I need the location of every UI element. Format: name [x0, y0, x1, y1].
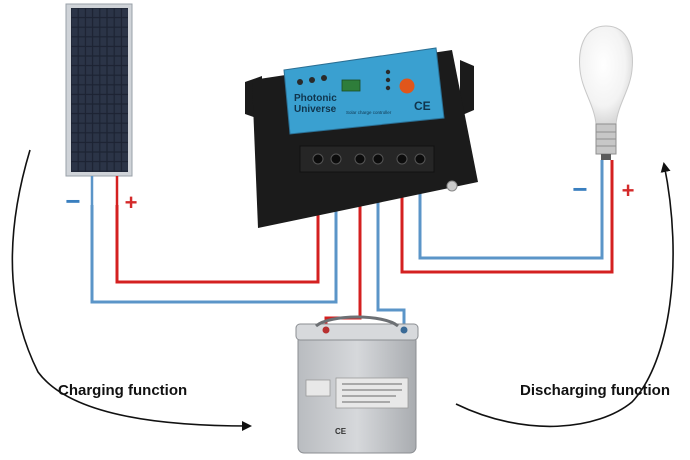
battery-ce-mark: CE [335, 427, 347, 436]
discharging-function-label: Discharging function [520, 382, 670, 399]
battery-terminal-positive [322, 326, 330, 334]
controller-terminals [312, 153, 426, 165]
solar-panel [65, 3, 133, 205]
controller-product-label: Solar charge controller [346, 110, 392, 115]
charging-flow-arrow [11, 149, 252, 431]
controller-brand-line2: Universe [294, 104, 337, 115]
load-positive-wire [400, 168, 614, 274]
bulb-glass [579, 25, 633, 125]
panel-positive-wire [115, 168, 320, 284]
panel-wires [90, 168, 338, 304]
controller-led-3 [321, 75, 327, 81]
controller-screw [446, 180, 458, 192]
terminal-panel-positive [312, 153, 324, 165]
panel-negative-wire [90, 168, 338, 304]
battery-handle [315, 315, 399, 328]
load-wires [400, 168, 614, 274]
controller-led-1 [297, 79, 303, 85]
load-plus-sign: + [622, 178, 635, 203]
controller-panel [283, 47, 445, 135]
controller-function-button [399, 78, 415, 94]
solar-panel-cells [71, 8, 128, 172]
light-bulb [579, 25, 633, 170]
controller-status-led-1 [385, 69, 391, 75]
controller-ce-mark: CE [414, 99, 431, 113]
polarity-signs: − + − + [65, 174, 634, 216]
bulb-tip [601, 154, 611, 160]
terminal-load-negative [414, 153, 426, 165]
terminal-battery-negative [372, 153, 384, 165]
controller-status-led-2 [385, 77, 391, 83]
bulb-base-threads [596, 131, 616, 147]
charging-function-label: Charging function [58, 382, 188, 399]
controller-mount-right [460, 60, 474, 116]
load-minus-sign: − [572, 174, 587, 204]
battery: CE [295, 315, 419, 454]
battery-label-left [305, 379, 331, 397]
controller-status-led-3 [385, 85, 391, 91]
discharging-flow-arrow [455, 162, 674, 428]
battery-terminal-negative [400, 326, 408, 334]
terminal-load-positive [396, 153, 408, 165]
battery-label-main [335, 377, 409, 409]
battery-lid [295, 323, 419, 341]
panel-plus-sign: + [125, 190, 138, 215]
battery-negative-wire [376, 168, 406, 330]
controller-led-2 [309, 77, 315, 83]
load-negative-wire [418, 168, 604, 260]
charge-controller: Photonic Universe Solar charge controlle… [245, 47, 478, 228]
controller-brand-line1: Photonic [294, 93, 337, 104]
controller-diagram-graphic [341, 79, 361, 92]
terminal-panel-negative [330, 153, 342, 165]
panel-minus-sign: − [65, 186, 80, 216]
terminal-battery-positive [354, 153, 366, 165]
battery-label-lines [342, 383, 402, 403]
